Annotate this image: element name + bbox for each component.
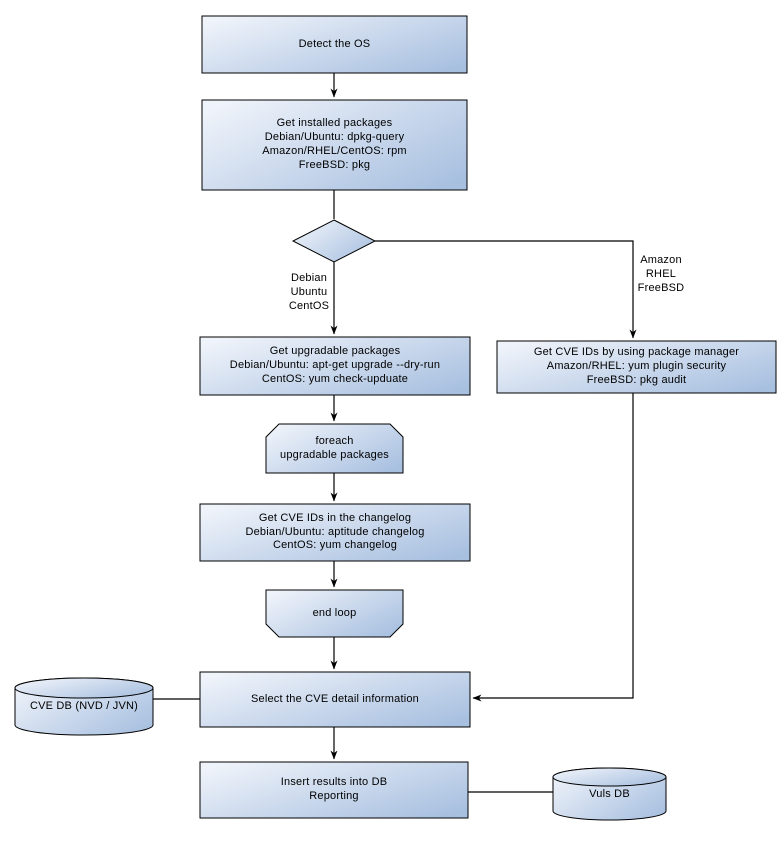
cylinder-top bbox=[14, 677, 154, 699]
database-cylinder-cve-db bbox=[14, 677, 154, 736]
vuls-db-label: Vuls DB bbox=[589, 788, 630, 801]
end-loop-label: end loop bbox=[312, 606, 357, 619]
insert-results-label: Insert results into DB Reporting bbox=[280, 776, 388, 802]
detect-os-label: Detect the OS bbox=[298, 37, 371, 50]
process-box-insert-results bbox=[199, 761, 469, 819]
loop-end-shape bbox=[265, 589, 404, 638]
foreach-loop-label: foreach upgradable packages bbox=[280, 434, 389, 461]
cylinder-top bbox=[552, 767, 667, 787]
right-branch-label: Amazon RHEL FreeBSD bbox=[637, 254, 685, 294]
process-box-get-installed-packages bbox=[201, 99, 468, 191]
select-cve-detail-label: Select the CVE detail information bbox=[250, 692, 420, 705]
loop-begin-shape-foreach bbox=[265, 423, 404, 474]
get-cve-ids-package-manager-label: Get CVE IDs by using package manager Ama… bbox=[533, 346, 740, 386]
get-upgradable-packages-label: Get upgradable packages Debian/Ubuntu: a… bbox=[229, 345, 441, 385]
database-cylinder-vuls-db bbox=[552, 767, 667, 821]
connector-package-manager-to-select bbox=[472, 393, 634, 702]
left-branch-label: Debian Ubuntu CentOS bbox=[288, 272, 330, 312]
process-box-detect-os bbox=[201, 15, 468, 74]
get-installed-packages-label: Get installed packages Debian/Ubuntu: dp… bbox=[262, 117, 407, 171]
process-box-get-cve-ids-changelog bbox=[199, 503, 471, 562]
get-cve-ids-changelog-label: Get CVE IDs in the changelog Debian/Ubun… bbox=[245, 511, 425, 552]
process-box-select-cve-detail bbox=[199, 671, 471, 728]
process-box-get-upgradable-packages bbox=[199, 336, 471, 396]
process-box-get-cve-ids-package-manager bbox=[496, 340, 777, 394]
connector-decision-to-package-manager bbox=[375, 240, 637, 339]
cve-db-label: CVE DB (NVD / JVN) bbox=[29, 699, 139, 712]
decision-diamond-os-branch bbox=[291, 219, 377, 263]
